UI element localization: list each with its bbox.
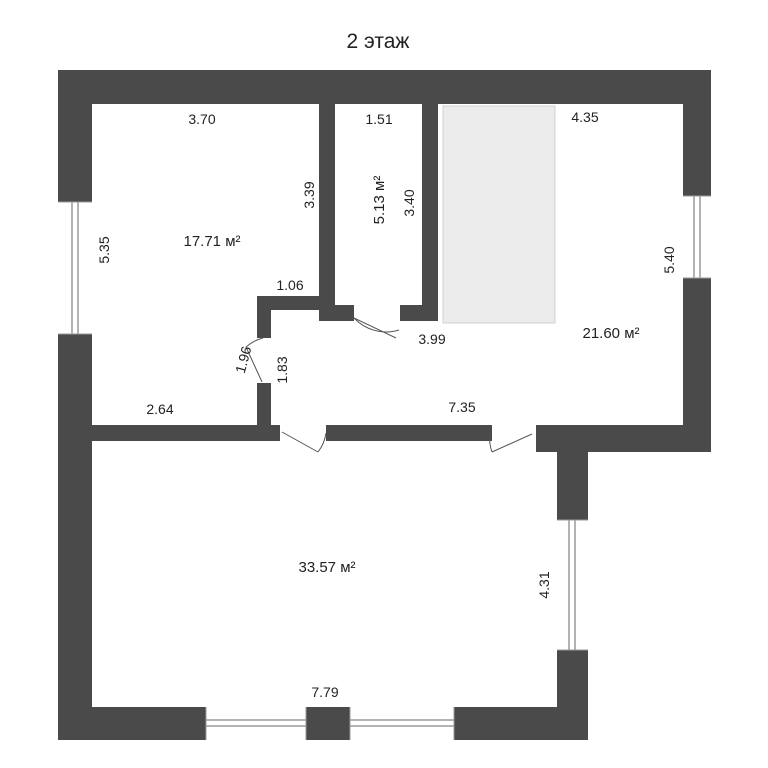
dim-hall-right: 5.40 (661, 246, 677, 273)
wall-closet-left (319, 104, 335, 321)
door-main-left (281, 431, 319, 453)
dim-nw-right: 3.39 (301, 181, 317, 208)
window-bottom-right (350, 707, 454, 740)
doors (245, 317, 533, 453)
windows (58, 195, 711, 740)
wall-notch-top (257, 296, 319, 310)
wall-closet-left-stub (319, 305, 354, 321)
wall-closet-right (422, 104, 438, 321)
dim-nw-notch: 1.06 (276, 277, 303, 293)
room-area-nw: 17.71 м² (183, 233, 240, 250)
room-areas: 17.71 м² 5.13 м² 21.60 м² 33.57 м² (183, 176, 639, 576)
wall-left (58, 70, 92, 740)
dim-closet-right: 3.40 (401, 189, 417, 216)
wall-bottom (58, 707, 588, 740)
window-right-lower (557, 520, 588, 650)
window-left (58, 202, 92, 334)
dim-door-diag: 1.96 (232, 344, 255, 375)
door-main-right (491, 433, 533, 453)
room-area-main: 33.57 м² (298, 559, 355, 576)
dim-nw-top: 3.70 (188, 111, 215, 127)
dimension-labels: 3.70 5.35 3.39 1.06 2.64 1.96 1.83 1.51 … (96, 109, 677, 700)
dim-main-bottom: 7.79 (311, 684, 338, 700)
wall-notch-side-lower (257, 383, 271, 427)
dim-main-right: 4.31 (536, 571, 552, 598)
door-nw (245, 346, 263, 383)
window-bottom-left (206, 707, 306, 740)
wall-notch-side (257, 296, 271, 338)
dim-closet-top: 1.51 (365, 111, 392, 127)
dim-hall-bottom: 7.35 (448, 399, 475, 415)
room-area-closet: 5.13 м² (371, 176, 388, 225)
floor-title: 2 этаж (347, 30, 410, 53)
wall-top (58, 70, 711, 104)
dim-hall-inner: 3.99 (418, 331, 445, 347)
dim-hall-top: 4.35 (571, 109, 598, 125)
wall-mid-center (326, 425, 492, 441)
wall-mid-left (92, 425, 280, 441)
dim-corridor-left: 1.83 (274, 356, 290, 383)
window-right-upper (683, 196, 711, 278)
door-closet (353, 317, 397, 339)
wall-closet-right-stub (400, 305, 438, 321)
room-area-hall: 21.60 м² (582, 325, 639, 342)
dim-nw-left: 5.35 (96, 236, 112, 263)
stair-area (442, 105, 556, 324)
dim-nw-bottom: 2.64 (146, 401, 173, 417)
